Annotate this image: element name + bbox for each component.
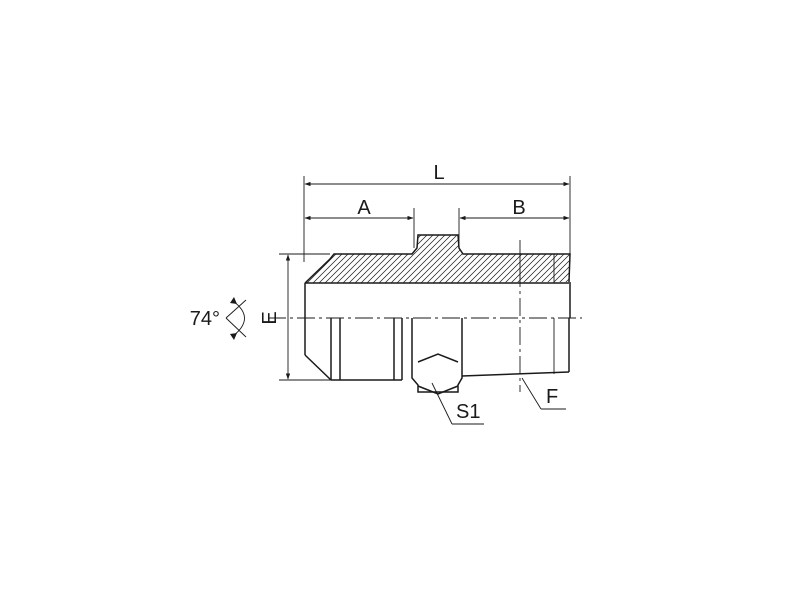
hatch-line (401, 235, 463, 283)
hatch-line (240, 230, 300, 290)
hatch-line (521, 235, 570, 283)
hatch-line (594, 230, 654, 290)
hatch-line (551, 235, 570, 283)
cone-angle-indicator: 74° (190, 297, 247, 340)
hatch-line (305, 235, 307, 283)
hatch-line (539, 235, 570, 283)
hatch-line (588, 230, 648, 290)
hatch-line (371, 235, 433, 283)
hatch-line (636, 230, 696, 290)
dimension-l: L (303, 162, 571, 262)
leader-s1: S1 (431, 382, 484, 425)
dimension-label-b: B (512, 197, 525, 219)
hatch-line (569, 235, 570, 283)
section-hatching (240, 230, 696, 290)
hatch-line (545, 235, 570, 283)
hatch-line (563, 235, 570, 283)
hatch-line (305, 235, 313, 283)
hatch-line (582, 230, 642, 290)
hatch-line (606, 230, 666, 290)
dimension-label-l: L (433, 162, 444, 184)
fitting-section (240, 230, 696, 290)
hatch-line (527, 235, 570, 283)
dimension-label-f: F (546, 386, 558, 408)
hatch-line (612, 230, 672, 290)
hatch-line (576, 230, 636, 290)
dimension-label-s1: S1 (456, 401, 480, 423)
hatch-line (389, 235, 451, 283)
dimension-label-a: A (357, 197, 371, 219)
hatch-line (600, 230, 660, 290)
hatch-line (624, 230, 684, 290)
hatch-line (557, 235, 570, 283)
dimension-a: A (304, 197, 415, 248)
dimension-e: E (259, 253, 332, 381)
leader-f: F (521, 377, 566, 410)
fitting-lower-outline (304, 282, 571, 395)
hatch-line (618, 230, 678, 290)
hatch-line (533, 235, 570, 283)
hatch-line (395, 235, 457, 283)
hatch-line (377, 235, 439, 283)
hatch-line (630, 230, 690, 290)
hatch-line (383, 235, 445, 283)
dimension-b: B (458, 197, 570, 248)
angle-label: 74° (190, 308, 220, 330)
